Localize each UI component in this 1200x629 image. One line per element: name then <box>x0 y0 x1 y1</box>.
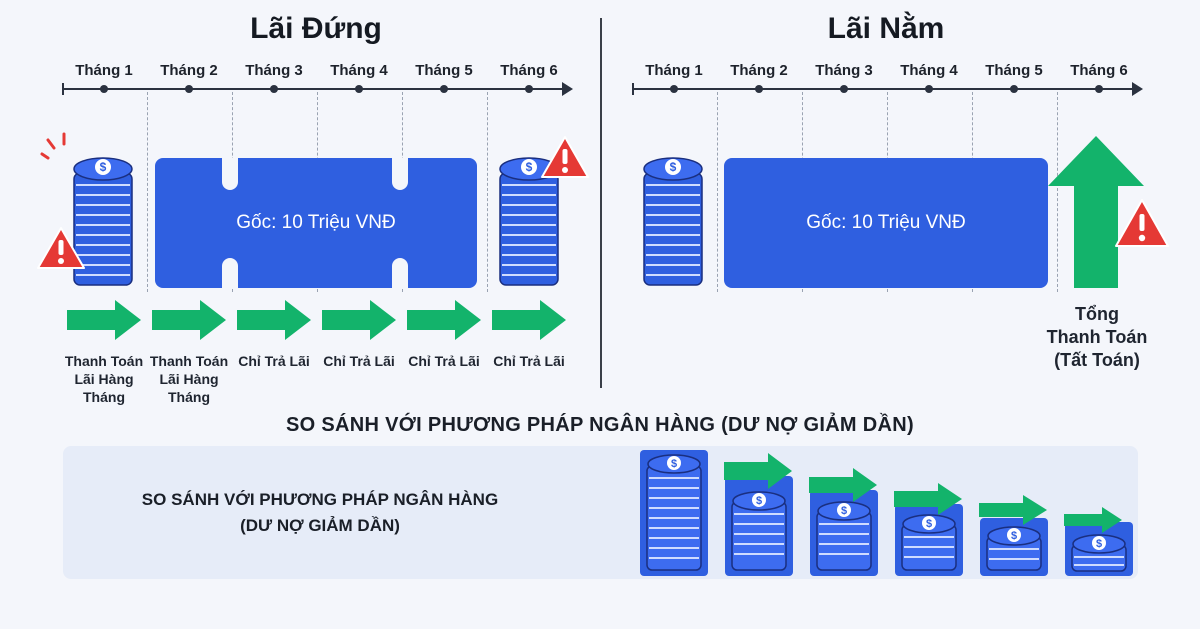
coin-stack-icon: $ <box>986 526 1042 571</box>
month-separator <box>1057 92 1058 292</box>
payment-arrow-icon <box>1064 507 1122 533</box>
lai-dung-title: Lãi Đứng <box>250 12 382 45</box>
payment-arrow-icon <box>492 300 566 340</box>
month-label: Tháng 5 <box>985 62 1043 79</box>
warning-icon <box>37 227 85 269</box>
axis-tick <box>632 83 634 95</box>
axis-dot <box>840 85 848 93</box>
coin-stack-icon: $ <box>646 454 702 571</box>
month-label: Tháng 6 <box>500 62 558 79</box>
payment-caption: Chỉ Trả Lãi <box>493 353 565 369</box>
month-label: Tháng 1 <box>645 62 703 79</box>
axis-tick <box>62 83 64 95</box>
month-separator <box>487 92 488 292</box>
coin-stack-icon: $ <box>499 157 559 286</box>
svg-text:$: $ <box>756 495 762 507</box>
coin-stack-icon: $ <box>1071 534 1127 572</box>
block-notch <box>222 258 238 288</box>
warning-icon <box>1115 199 1169 247</box>
payment-arrow-icon <box>237 300 311 340</box>
axis-dot <box>755 85 763 93</box>
coin-stack-icon: $ <box>73 157 133 286</box>
principal-block <box>155 158 477 288</box>
svg-text:$: $ <box>926 518 932 530</box>
svg-text:$: $ <box>1011 530 1017 542</box>
timeline-axis <box>62 88 562 90</box>
axis-dot <box>525 85 533 93</box>
payment-arrow-icon <box>979 495 1047 525</box>
month-separator <box>147 92 148 292</box>
svg-text:$: $ <box>671 458 677 470</box>
payment-arrow-icon <box>724 453 792 489</box>
axis-dot <box>440 85 448 93</box>
coin-stack-icon: $ <box>643 157 703 286</box>
settlement-arrow-icon <box>1048 136 1144 288</box>
settlement-caption: Tổng Thanh Toán (Tất Toán) <box>1046 304 1148 370</box>
month-separator <box>717 92 718 292</box>
payment-caption: Chỉ Trả Lãi <box>408 353 480 369</box>
principal-label: Gốc: 10 Triệu VNĐ <box>806 212 966 233</box>
svg-text:$: $ <box>841 505 847 517</box>
payment-arrow-icon <box>322 300 396 340</box>
payment-arrow-icon <box>67 300 141 340</box>
block-notch <box>222 158 238 190</box>
month-label: Tháng 2 <box>730 62 788 79</box>
axis-dot <box>925 85 933 93</box>
svg-text:$: $ <box>1096 538 1102 550</box>
payment-arrow-icon <box>809 468 877 502</box>
axis-dot <box>1010 85 1018 93</box>
month-label: Tháng 3 <box>815 62 873 79</box>
month-label: Tháng 3 <box>245 62 303 79</box>
principal-label: Gốc: 10 Triệu VNĐ <box>236 212 396 233</box>
month-label: Tháng 4 <box>900 62 958 79</box>
axis-dot <box>100 85 108 93</box>
svg-text:$: $ <box>670 160 677 174</box>
comparison-panel-text: SO SÁNH VỚI PHƯƠNG PHÁP NGÂN HÀNG (DƯ NỢ… <box>141 490 499 535</box>
comparison-heading: SO SÁNH VỚI PHƯƠNG PHÁP NGÂN HÀNG (DƯ NỢ… <box>286 414 914 436</box>
block-notch <box>392 258 408 288</box>
axis-dot <box>1095 85 1103 93</box>
axis-arrow-icon <box>1132 82 1143 96</box>
payment-caption: Chỉ Trả Lãi <box>238 353 310 369</box>
section-divider <box>600 18 602 388</box>
month-label: Tháng 4 <box>330 62 388 79</box>
axis-dot <box>355 85 363 93</box>
axis-dot <box>270 85 278 93</box>
coin-stack-icon: $ <box>901 514 957 571</box>
principal-block <box>724 158 1048 288</box>
svg-text:$: $ <box>100 160 107 174</box>
coin-stack-icon: $ <box>816 501 872 571</box>
warning-icon <box>541 136 589 178</box>
month-label: Tháng 5 <box>415 62 473 79</box>
month-label: Tháng 1 <box>75 62 133 79</box>
payment-arrow-icon <box>152 300 226 340</box>
payment-caption: Thanh Toán Lãi Hàng Tháng <box>149 353 229 405</box>
payment-caption: Thanh Toán Lãi Hàng Tháng <box>64 353 144 405</box>
payment-arrow-icon <box>894 483 962 515</box>
month-label: Tháng 2 <box>160 62 218 79</box>
month-label: Tháng 6 <box>1070 62 1128 79</box>
lai-nam-title: Lãi Nằm <box>827 12 945 45</box>
axis-dot <box>670 85 678 93</box>
block-notch <box>392 158 408 190</box>
timeline-axis <box>632 88 1132 90</box>
axis-dot <box>185 85 193 93</box>
axis-arrow-icon <box>562 82 573 96</box>
alert-burst-icon <box>40 132 66 160</box>
coin-stack-icon: $ <box>731 491 787 571</box>
svg-text:$: $ <box>526 160 533 174</box>
payment-caption: Chỉ Trả Lãi <box>323 353 395 369</box>
payment-arrow-icon <box>407 300 481 340</box>
